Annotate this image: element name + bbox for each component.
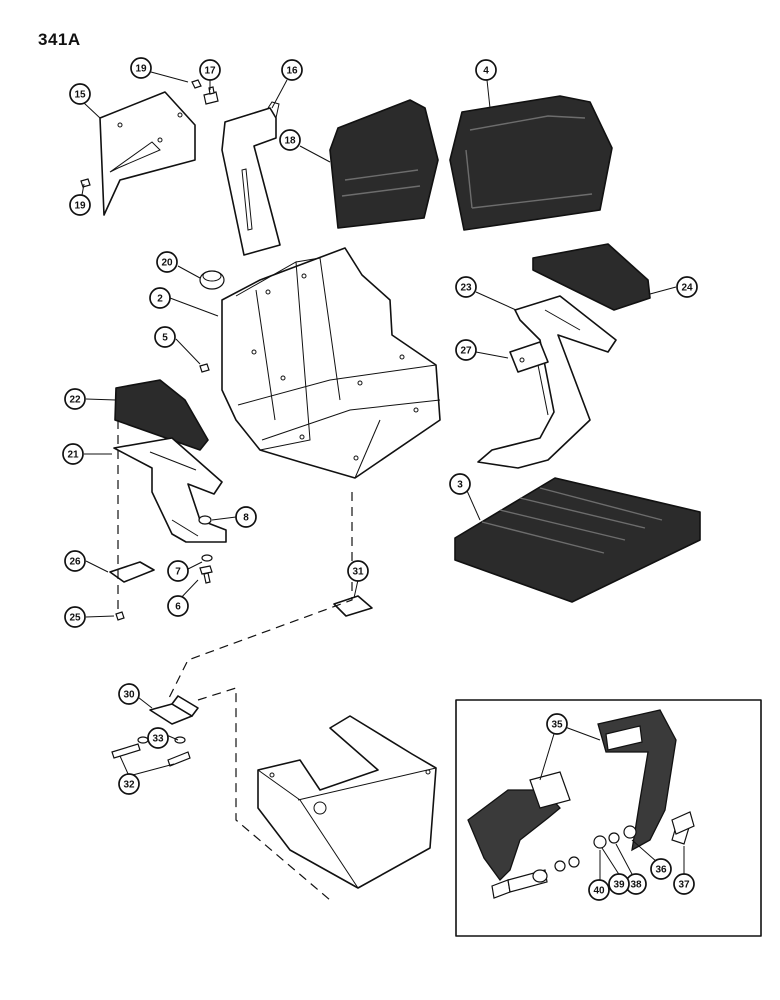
svg-text:6: 6 bbox=[175, 602, 181, 613]
callout-3: 3 bbox=[449, 473, 471, 495]
part-22-left-armrest-pad bbox=[114, 379, 209, 451]
part-27-bracket-plate bbox=[509, 341, 549, 373]
part-20-bumper bbox=[199, 270, 225, 290]
svg-text:19: 19 bbox=[135, 64, 147, 75]
svg-text:17: 17 bbox=[204, 66, 216, 77]
svg-text:39: 39 bbox=[613, 880, 625, 891]
svg-text:33: 33 bbox=[152, 734, 164, 745]
part-5-screw bbox=[199, 363, 210, 373]
part-16-back-bracket bbox=[221, 101, 281, 256]
svg-text:18: 18 bbox=[284, 136, 296, 147]
svg-text:3: 3 bbox=[457, 480, 463, 491]
part-25-screw bbox=[115, 611, 125, 621]
callout-5: 5 bbox=[154, 326, 176, 348]
part-6-bolt bbox=[199, 565, 213, 584]
part-21-left-armrest-bracket bbox=[113, 437, 227, 543]
callout-35: 35 bbox=[546, 713, 568, 735]
callout-16: 16 bbox=[281, 59, 303, 81]
seat-belt-inset bbox=[455, 699, 762, 937]
callout-7: 7 bbox=[167, 560, 189, 582]
callout-31: 31 bbox=[347, 560, 369, 582]
callout-23: 23 bbox=[455, 276, 477, 298]
callout-22: 22 bbox=[64, 388, 86, 410]
callout-8: 8 bbox=[235, 506, 257, 528]
page-number: 341A bbox=[38, 30, 81, 49]
svg-text:20: 20 bbox=[161, 258, 173, 269]
callout-32: 32 bbox=[118, 773, 140, 795]
part-4-backrest-cushion bbox=[449, 95, 613, 231]
callout-19: 19 bbox=[69, 194, 91, 216]
callout-25: 25 bbox=[64, 606, 86, 628]
svg-text:8: 8 bbox=[243, 513, 249, 524]
svg-text:31: 31 bbox=[352, 567, 364, 578]
part-17-clip bbox=[203, 86, 219, 105]
callout-24: 24 bbox=[676, 276, 698, 298]
callout-26: 26 bbox=[64, 550, 86, 572]
svg-text:25: 25 bbox=[69, 613, 81, 624]
part-30-mounting-plate bbox=[149, 695, 199, 725]
svg-text:32: 32 bbox=[123, 780, 135, 791]
svg-text:38: 38 bbox=[630, 880, 642, 891]
svg-text:21: 21 bbox=[67, 450, 79, 461]
part-31-plate bbox=[333, 595, 373, 617]
callout-33: 33 bbox=[147, 727, 169, 749]
assembly-lines bbox=[117, 420, 353, 901]
svg-text:19: 19 bbox=[74, 201, 86, 212]
callout-6: 6 bbox=[167, 595, 189, 617]
svg-text:22: 22 bbox=[69, 395, 81, 406]
part-33-washers bbox=[137, 736, 186, 744]
svg-text:37: 37 bbox=[678, 880, 690, 891]
callout-36: 36 bbox=[650, 858, 672, 880]
callout-2: 2 bbox=[149, 287, 171, 309]
callout-39: 39 bbox=[608, 873, 630, 895]
callout-15: 15 bbox=[69, 83, 91, 105]
part-2-seat-pan bbox=[221, 247, 441, 479]
svg-text:30: 30 bbox=[123, 690, 135, 701]
svg-text:40: 40 bbox=[593, 886, 605, 897]
svg-text:15: 15 bbox=[74, 90, 86, 101]
svg-text:16: 16 bbox=[286, 66, 298, 77]
callout-19: 19 bbox=[130, 57, 152, 79]
svg-text:24: 24 bbox=[681, 283, 693, 294]
callout-40: 40 bbox=[588, 879, 610, 901]
callout-18: 18 bbox=[279, 129, 301, 151]
callout-4: 4 bbox=[475, 59, 497, 81]
part-23-right-armrest-bracket bbox=[477, 295, 617, 469]
svg-text:7: 7 bbox=[175, 567, 181, 578]
part-15-side-panel bbox=[99, 91, 196, 216]
svg-text:35: 35 bbox=[551, 720, 563, 731]
callout-30: 30 bbox=[118, 683, 140, 705]
part-3-seat-cushion bbox=[454, 477, 701, 603]
part-18-back-cushion bbox=[329, 99, 439, 229]
svg-text:26: 26 bbox=[69, 557, 81, 568]
part-24-right-armrest-pad bbox=[532, 243, 651, 311]
part-19-screw-top bbox=[191, 79, 202, 89]
callout-27: 27 bbox=[455, 339, 477, 361]
svg-text:4: 4 bbox=[483, 66, 489, 77]
callout-21: 21 bbox=[62, 443, 84, 465]
part-32-bolts bbox=[111, 743, 191, 767]
part-26-clip bbox=[109, 561, 155, 583]
seat-base-box bbox=[257, 715, 437, 889]
svg-text:23: 23 bbox=[460, 283, 472, 294]
svg-text:36: 36 bbox=[655, 865, 667, 876]
callout-20: 20 bbox=[156, 251, 178, 273]
part-8-nut bbox=[198, 515, 212, 525]
part-19-screw-left bbox=[80, 178, 91, 188]
svg-text:27: 27 bbox=[460, 346, 472, 357]
callout-37: 37 bbox=[673, 873, 695, 895]
callout-17: 17 bbox=[199, 59, 221, 81]
leader-lines bbox=[81, 71, 685, 882]
svg-text:2: 2 bbox=[157, 294, 163, 305]
part-7-washer bbox=[201, 554, 213, 562]
svg-text:5: 5 bbox=[162, 333, 168, 344]
